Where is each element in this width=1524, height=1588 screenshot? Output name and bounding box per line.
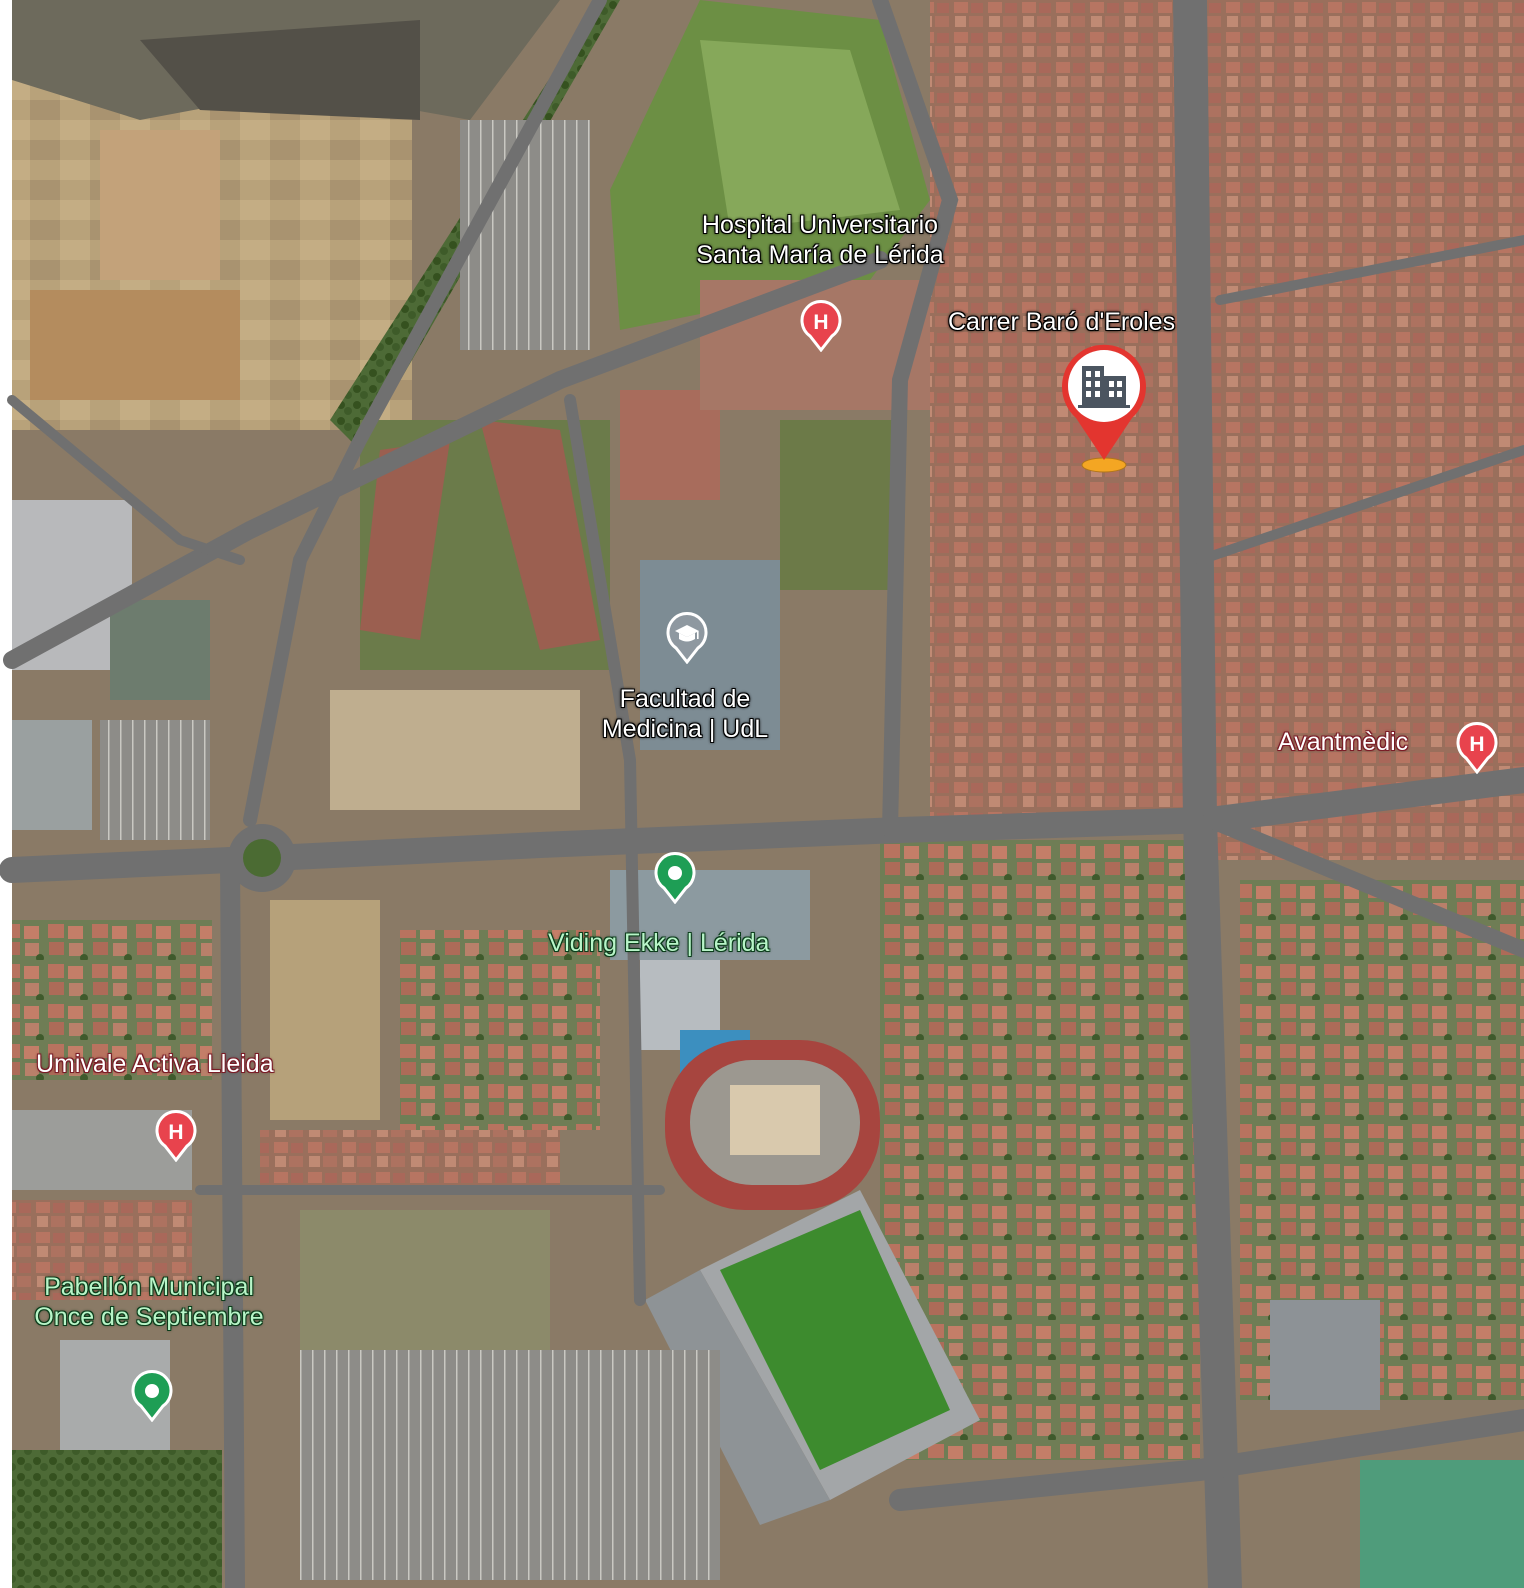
hospital-icon: H (813, 311, 828, 334)
building-icon (1078, 366, 1130, 408)
hospital-icon: H (1469, 733, 1484, 756)
facultad-medicina-line2: Medicina | UdL (601, 715, 769, 743)
facultad-medicina-line1: Facultad de (619, 685, 751, 713)
park-icon (668, 866, 682, 880)
facultad-medicina-label[interactable]: Facultad de Medicina | UdL (575, 684, 795, 744)
pin-shadow (1081, 457, 1127, 473)
hospital-santa-maria-line2: Santa María de Lérida (696, 241, 944, 269)
carrer-baro-label[interactable]: Carrer Baró d'Eroles (948, 308, 1176, 336)
avantmedic-label[interactable]: Avantmèdic (1278, 728, 1409, 756)
park-icon (145, 1384, 159, 1398)
facultad-medicina-pin[interactable] (664, 612, 710, 664)
hospital-santa-maria-line1: Hospital Universitario (701, 211, 939, 239)
hospital-icon: H (168, 1121, 183, 1144)
umivale-label[interactable]: Umivale Activa Lleida (36, 1050, 274, 1078)
pabellon-line2: Once de Septiembre (34, 1303, 264, 1331)
viding-ekke-pin[interactable] (652, 852, 698, 904)
umivale-pin[interactable]: H (153, 1110, 199, 1162)
hospital-santa-maria-label[interactable]: Hospital Universitario Santa María de Lé… (665, 210, 975, 270)
viding-ekke-label[interactable]: Viding Ekke | Lérida (548, 929, 770, 957)
pabellon-line1: Pabellón Municipal (44, 1273, 254, 1301)
selected-location-pin[interactable] (1054, 338, 1154, 476)
pabellon-label[interactable]: Pabellón Municipal Once de Septiembre (14, 1272, 284, 1332)
hospital-santa-maria-pin[interactable]: H (798, 300, 844, 352)
avantmedic-pin[interactable]: H (1454, 722, 1500, 774)
pabellon-pin[interactable] (129, 1370, 175, 1422)
graduation-cap-icon (675, 625, 699, 642)
